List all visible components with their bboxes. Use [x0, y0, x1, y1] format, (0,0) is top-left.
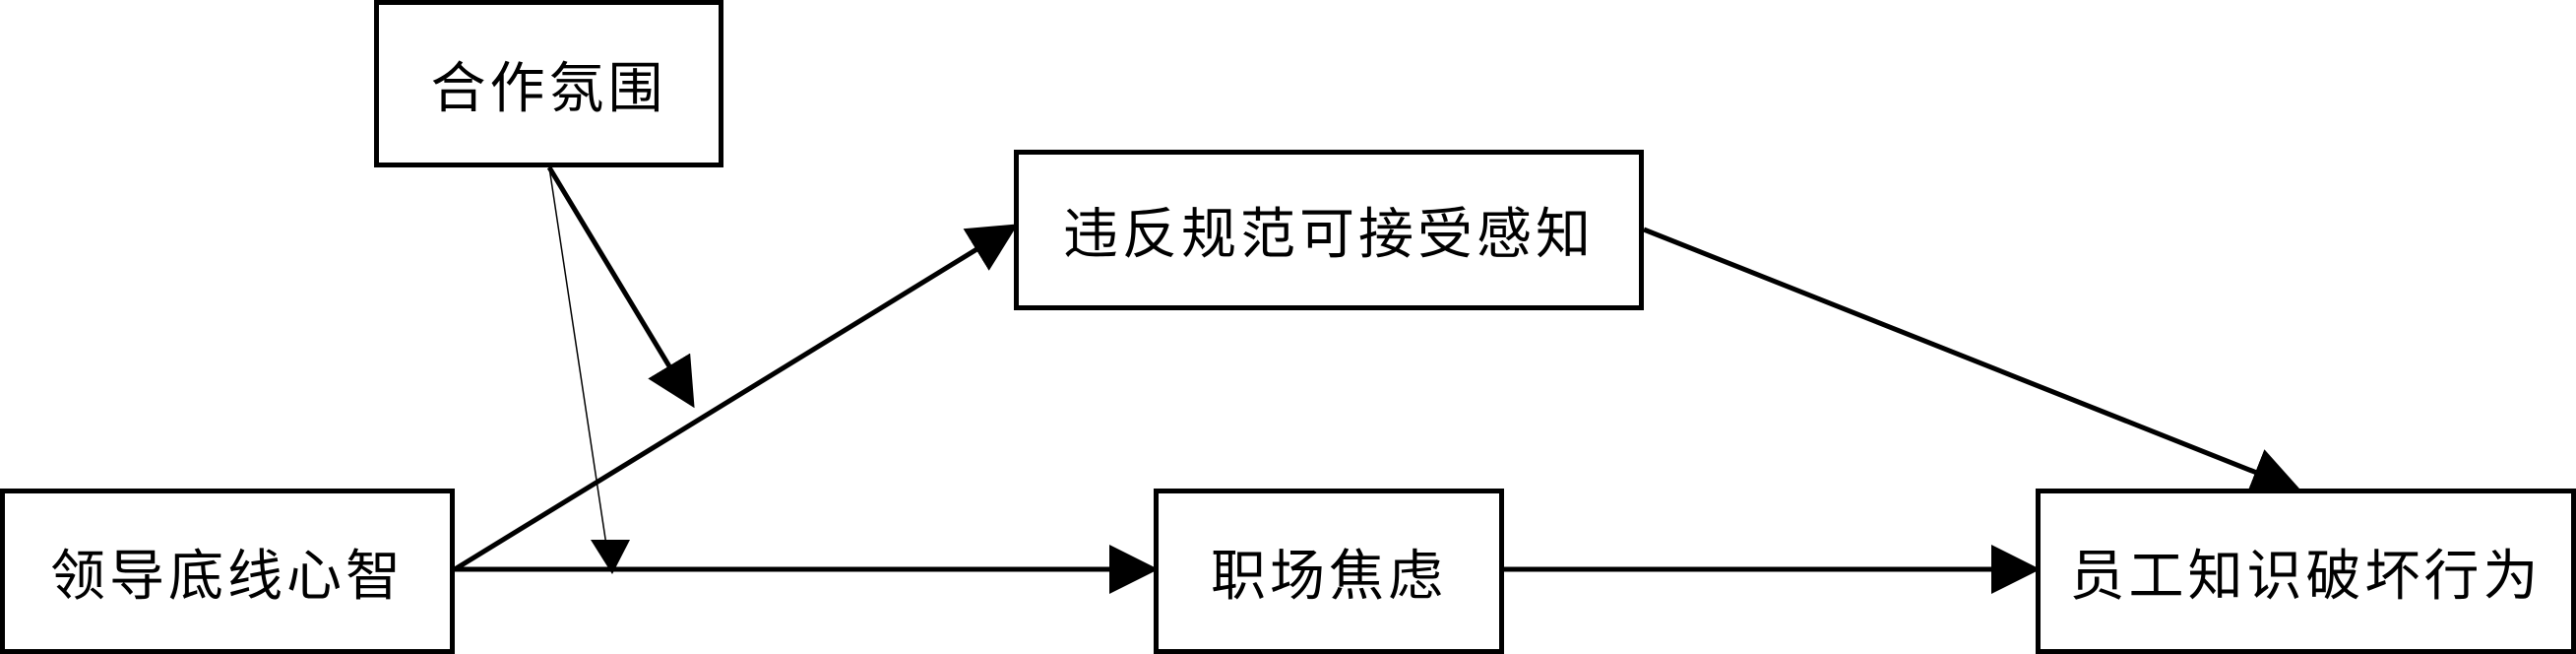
node-norm-violation-acceptability-label: 违反规范可接受感知: [1063, 203, 1595, 267]
edge-norm-to-sabotage: [1643, 227, 2301, 495]
node-norm-violation-acceptability: 违反规范可接受感知: [1014, 150, 1644, 310]
node-cooperation-climate: 合作氛围: [374, 0, 723, 167]
node-workplace-anxiety-label: 职场焦虑: [1211, 544, 1447, 609]
node-employee-knowledge-sabotage-label: 员工知识破坏行为: [2069, 544, 2543, 609]
node-employee-knowledge-sabotage: 员工知识破坏行为: [2036, 489, 2576, 654]
moderation-arrowhead-anxiety: [591, 540, 630, 574]
moderation-arrow-to-norm-path: [546, 165, 695, 409]
edge-leader-to-norm: [453, 224, 1019, 572]
node-leader-bottom-line-mentality: 领导底线心智: [0, 489, 455, 654]
node-cooperation-climate-label: 合作氛围: [430, 56, 667, 121]
moderation-arrow-to-anxiety-path: [548, 166, 611, 572]
node-leader-bottom-line-mentality-label: 领导底线心智: [50, 544, 405, 609]
node-workplace-anxiety: 职场焦虑: [1154, 489, 1504, 654]
